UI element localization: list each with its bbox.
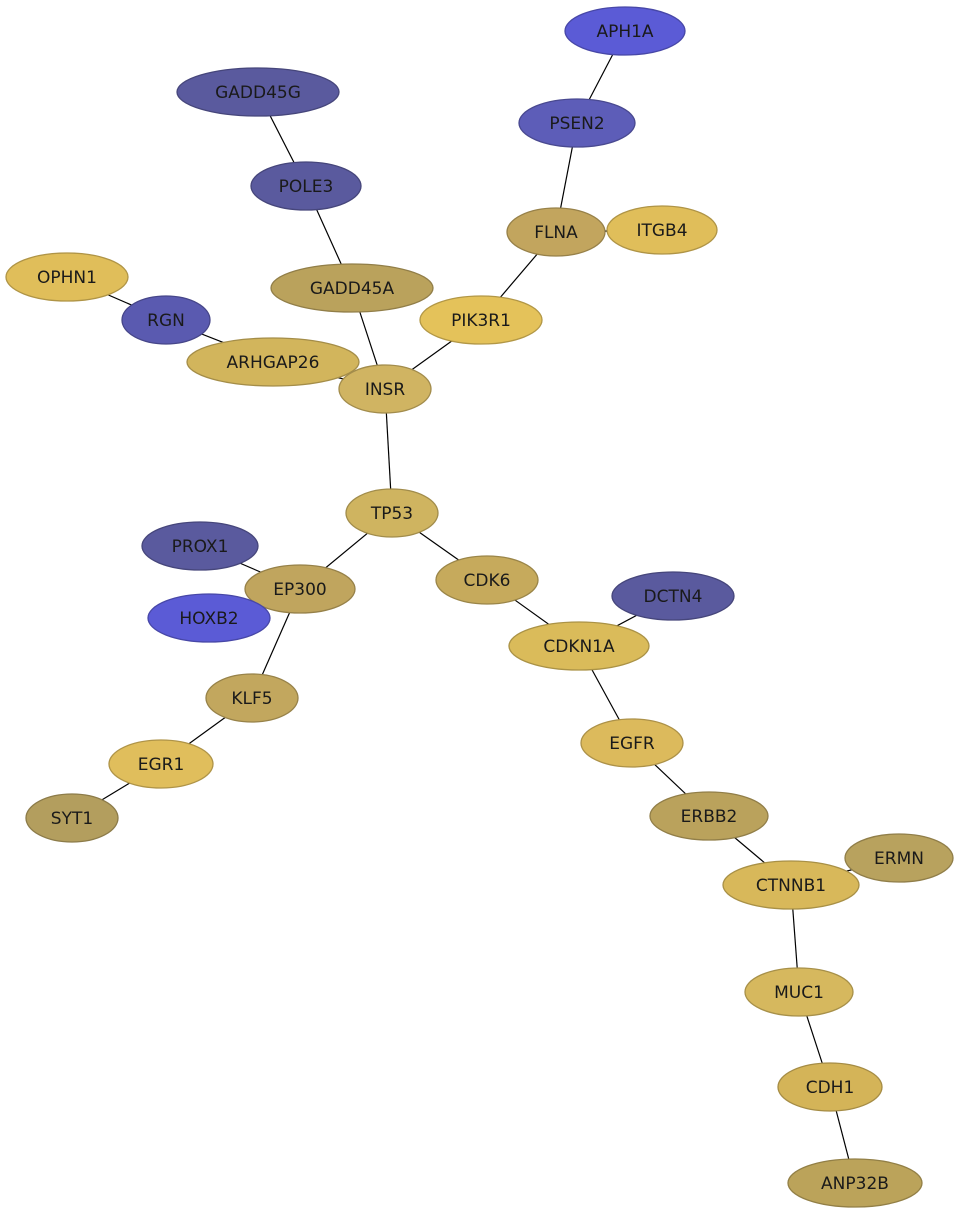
node-psen2[interactable]: PSEN2: [518, 98, 636, 148]
node-label: CDH1: [806, 1078, 855, 1098]
node-ellipse[interactable]: [777, 1062, 883, 1112]
node-egr1[interactable]: EGR1: [108, 739, 214, 789]
node-ellipse[interactable]: [649, 791, 769, 841]
node-ellipse[interactable]: [270, 263, 434, 313]
node-ellipse[interactable]: [250, 161, 362, 211]
node-label: KLF5: [231, 689, 272, 709]
node-label: TP53: [370, 504, 413, 524]
node-ermn[interactable]: ERMN: [844, 833, 954, 883]
node-muc1[interactable]: MUC1: [744, 967, 854, 1017]
node-ellipse[interactable]: [722, 860, 860, 910]
node-ellipse[interactable]: [205, 673, 299, 723]
node-aph1a[interactable]: APH1A: [564, 6, 686, 56]
node-label: OPHN1: [37, 268, 97, 288]
node-label: PIK3R1: [451, 311, 511, 331]
node-ellipse[interactable]: [611, 571, 735, 621]
node-ep300[interactable]: EP300: [244, 564, 356, 614]
node-label: GADD45G: [215, 83, 301, 103]
node-ellipse[interactable]: [508, 621, 650, 671]
node-itgb4[interactable]: ITGB4: [606, 205, 718, 255]
node-ellipse[interactable]: [176, 67, 340, 117]
node-ellipse[interactable]: [419, 295, 543, 345]
node-ellipse[interactable]: [345, 488, 439, 538]
node-label: PSEN2: [549, 114, 604, 134]
node-label: EGR1: [138, 755, 185, 775]
node-label: FLNA: [534, 223, 578, 243]
node-syt1[interactable]: SYT1: [25, 793, 119, 843]
node-ellipse[interactable]: [844, 833, 954, 883]
node-label: EGFR: [609, 734, 655, 754]
node-ellipse[interactable]: [5, 252, 129, 302]
node-pole3[interactable]: POLE3: [250, 161, 362, 211]
node-tp53[interactable]: TP53: [345, 488, 439, 538]
node-ellipse[interactable]: [564, 6, 686, 56]
node-insr[interactable]: INSR: [338, 364, 432, 414]
node-gadd45a[interactable]: GADD45A: [270, 263, 434, 313]
node-klf5[interactable]: KLF5: [205, 673, 299, 723]
node-prox1[interactable]: PROX1: [141, 521, 259, 571]
node-pik3r1[interactable]: PIK3R1: [419, 295, 543, 345]
node-ellipse[interactable]: [744, 967, 854, 1017]
node-flna[interactable]: FLNA: [506, 207, 606, 257]
node-ctnnb1[interactable]: CTNNB1: [722, 860, 860, 910]
node-ellipse[interactable]: [186, 337, 360, 387]
node-ellipse[interactable]: [25, 793, 119, 843]
node-label: APH1A: [596, 22, 653, 42]
node-anp32b[interactable]: ANP32B: [787, 1158, 923, 1208]
node-label: CDKN1A: [543, 637, 615, 657]
node-label: ERMN: [874, 849, 924, 869]
node-dctn4[interactable]: DCTN4: [611, 571, 735, 621]
node-label: ARHGAP26: [227, 353, 320, 373]
node-gadd45g[interactable]: GADD45G: [176, 67, 340, 117]
node-ellipse[interactable]: [787, 1158, 923, 1208]
node-label: POLE3: [279, 177, 334, 197]
node-erbb2[interactable]: ERBB2: [649, 791, 769, 841]
node-ellipse[interactable]: [141, 521, 259, 571]
node-ellipse[interactable]: [435, 555, 539, 605]
node-label: RGN: [147, 311, 185, 331]
node-ellipse[interactable]: [108, 739, 214, 789]
node-hoxb2[interactable]: HOXB2: [147, 593, 271, 643]
node-ellipse[interactable]: [338, 364, 432, 414]
node-ellipse[interactable]: [147, 593, 271, 643]
node-ellipse[interactable]: [121, 295, 211, 345]
node-label: SYT1: [51, 809, 93, 829]
node-ellipse[interactable]: [580, 718, 684, 768]
node-label: ANP32B: [821, 1174, 889, 1194]
node-label: CTNNB1: [756, 876, 826, 896]
node-label: MUC1: [774, 983, 824, 1003]
node-cdk6[interactable]: CDK6: [435, 555, 539, 605]
node-cdkn1a[interactable]: CDKN1A: [508, 621, 650, 671]
node-label: EP300: [273, 580, 326, 600]
node-label: GADD45A: [310, 279, 395, 299]
node-label: CDK6: [464, 571, 511, 591]
node-label: PROX1: [172, 537, 229, 557]
node-label: ITGB4: [636, 221, 687, 241]
node-arhgap26[interactable]: ARHGAP26: [186, 337, 360, 387]
node-ellipse[interactable]: [244, 564, 356, 614]
node-ellipse[interactable]: [606, 205, 718, 255]
node-label: INSR: [365, 380, 406, 400]
node-ellipse[interactable]: [518, 98, 636, 148]
node-ellipse[interactable]: [506, 207, 606, 257]
node-label: ERBB2: [681, 807, 738, 827]
node-ophn1[interactable]: OPHN1: [5, 252, 129, 302]
node-label: DCTN4: [644, 587, 703, 607]
node-cdh1[interactable]: CDH1: [777, 1062, 883, 1112]
node-egfr[interactable]: EGFR: [580, 718, 684, 768]
node-label: HOXB2: [179, 609, 238, 629]
node-rgn[interactable]: RGN: [121, 295, 211, 345]
